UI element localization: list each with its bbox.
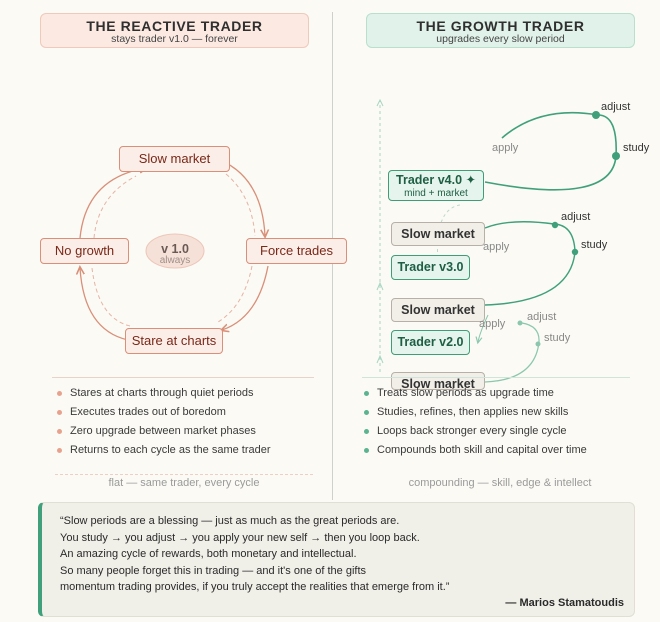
list-item-text: Stares at charts through quiet periods [70, 387, 254, 399]
node-slow-market-1: Slow market [391, 222, 485, 246]
node-trader-v2-label: Trader v2.0 [397, 335, 464, 349]
loop-medium [484, 221, 576, 306]
quote-line: An amazing cycle of rewards, both moneta… [60, 548, 357, 560]
label-apply-medium: apply [483, 241, 510, 253]
label-apply-small: apply [479, 318, 506, 330]
list-item-text: Zero upgrade between market phases [70, 425, 256, 437]
growth-subtitle-text: upgrades every slow period [436, 33, 565, 45]
version-text: v 1.0 [161, 242, 189, 256]
list-item: Returns to each cycle as the same trader [55, 441, 271, 460]
bullet-dot-icon [57, 429, 62, 434]
bullet-dot-icon [57, 391, 62, 396]
growth-footer: compounding — skill, edge & intellect [408, 477, 592, 489]
bullet-dot-icon [364, 429, 369, 434]
node-stare-at-charts: Stare at charts [125, 328, 223, 354]
bullet-dot-icon [57, 448, 62, 453]
node-trader-v3: Trader v3.0 [391, 255, 470, 280]
node-stare-at-charts-label: Stare at charts [131, 333, 217, 348]
quote-line: You study → you adjust → you apply your … [60, 531, 420, 544]
reactive-footer-line [55, 474, 313, 475]
node-slow-market-3-label: Slow market [401, 377, 475, 390]
label-apply-large: apply [492, 142, 519, 154]
list-item: Treats slow periods as upgrade time [362, 384, 587, 403]
list-item: Executes trades out of boredom [55, 403, 271, 422]
quote-line: momentum trading provides, if you truly … [60, 581, 450, 593]
node-force-trades-label: Force trades [260, 243, 333, 258]
label-adjust-large: adjust [601, 101, 631, 113]
node-slow-market-2-label: Slow market [401, 303, 475, 317]
label-adjust-small: adjust [527, 311, 557, 323]
growth-spiral-arrows [376, 98, 620, 383]
list-item: Compounds both skill and capital over ti… [362, 441, 587, 460]
reactive-subtitle-text: stays trader v1.0 — forever [111, 33, 238, 45]
node-no-growth: No growth [40, 238, 129, 264]
node-slow-market-3: Slow market [391, 372, 485, 390]
node-trader-v3-label: Trader v3.0 [397, 260, 464, 274]
node-trader-v4-sub: mind + market [404, 188, 468, 199]
node-no-growth-label: No growth [54, 243, 115, 258]
quote-line: So many people forget this in trading — … [60, 564, 367, 577]
list-item-text: Compounds both skill and capital over ti… [377, 444, 587, 456]
list-item: Studies, refines, then applies new skill… [362, 403, 587, 422]
reactive-bullet-list: Stares at charts through quiet periods E… [55, 384, 271, 460]
bullet-dot-icon [364, 391, 369, 396]
node-slow-market: Slow market [119, 146, 230, 172]
version-badge: v 1.0 always [146, 242, 204, 266]
list-item: Stares at charts through quiet periods [55, 384, 271, 403]
arc-stare-to-nogrowth [80, 268, 129, 341]
version-circle [145, 233, 205, 269]
quote-text: “Slow periods are a blessing — just as m… [60, 513, 449, 596]
reactive-title-text: THE REACTIVE TRADER [86, 18, 263, 34]
bullet-dot-icon [364, 448, 369, 453]
label-study-large: study [623, 142, 650, 154]
bullet-dot-icon [57, 410, 62, 415]
list-item-text: Treats slow periods as upgrade time [377, 387, 554, 399]
list-item: Zero upgrade between market phases [55, 422, 271, 441]
reactive-cycle-arrows [0, 159, 330, 341]
label-study-small: study [544, 332, 571, 344]
label-adjust-medium: adjust [561, 211, 591, 223]
loop-large [484, 111, 617, 191]
list-item: Loops back stronger every single cycle [362, 422, 587, 441]
arc-force-to-stare [222, 265, 269, 330]
list-item-text: Studies, refines, then applies new skill… [377, 406, 569, 418]
growth-trader-title: THE GROWTH TRADER upgrades every slow pe… [366, 13, 635, 48]
node-slow-market-label: Slow market [138, 151, 211, 166]
node-force-trades: Force trades [246, 238, 347, 264]
growth-bullet-list: Treats slow periods as upgrade time Stud… [362, 384, 587, 460]
reactive-separator [52, 377, 314, 378]
loop-small [484, 322, 540, 383]
label-study-medium: study [581, 239, 608, 251]
growth-separator [362, 377, 630, 378]
quote-line: “Slow periods are a blessing — just as m… [60, 515, 400, 527]
quote-attribution: — Marios Stamatoudis [505, 597, 624, 609]
node-slow-market-1-label: Slow market [401, 227, 475, 241]
growth-title-text: THE GROWTH TRADER [416, 18, 585, 34]
node-trader-v4-label: Trader v4.0 ✦ [396, 173, 476, 187]
node-trader-v2: Trader v2.0 [391, 330, 470, 355]
list-item-text: Returns to each cycle as the same trader [70, 444, 271, 456]
reactive-footer: flat — same trader, every cycle [108, 477, 260, 489]
node-trader-v4: Trader v4.0 ✦ mind + market [388, 170, 484, 201]
arc-nogrowth-to-slow [79, 168, 146, 239]
list-item-text: Loops back stronger every single cycle [377, 425, 567, 437]
bullet-dot-icon [364, 410, 369, 415]
node-slow-market-2: Slow market [391, 298, 485, 322]
list-item-text: Executes trades out of boredom [70, 406, 226, 418]
version-sub-text: always [159, 255, 191, 266]
reactive-trader-title: THE REACTIVE TRADER stays trader v1.0 — … [40, 13, 309, 48]
quote-box: “Slow periods are a blessing — just as m… [38, 502, 635, 617]
